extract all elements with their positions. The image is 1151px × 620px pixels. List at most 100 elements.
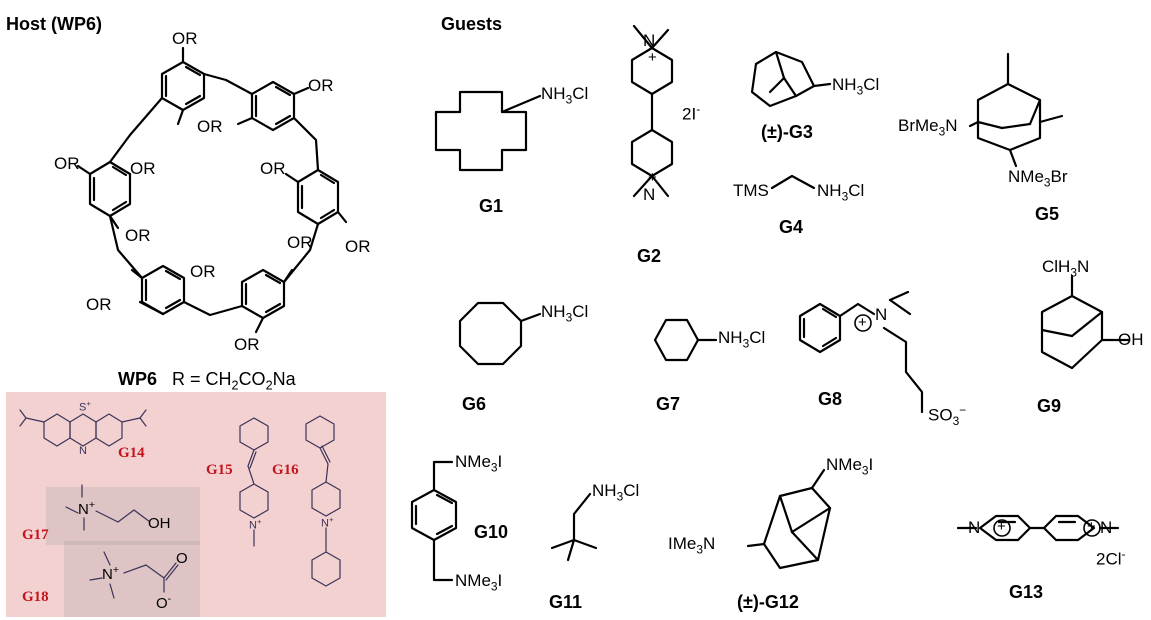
wp6-or-label: OR (86, 295, 112, 314)
g13-charge-left: + (997, 518, 1006, 535)
g16-structure (305, 415, 341, 587)
g13-n-left: N (968, 518, 981, 537)
g8-sulfonate-sup: − (959, 403, 967, 417)
g8-sulfonate-text: SO (928, 405, 953, 425)
g17-nitrogen-sup: + (88, 499, 95, 511)
g12-left-group: IMe3N (668, 535, 715, 556)
g18-carbonyl-oxygen: O (176, 550, 188, 567)
g5-right-group-text: NMe (1008, 167, 1044, 186)
g10-group-bottom: NMe3I (455, 572, 502, 593)
g12-right-group-text: NMe (826, 455, 862, 474)
g2-structure (630, 24, 674, 198)
wp6-caption: WP6 R = CH2CO2Na (118, 370, 296, 392)
g9-hydroxyl: OH (1118, 330, 1144, 349)
g10-group-text: NMe (455, 452, 491, 471)
wp6-or-label: OR (197, 117, 223, 136)
wp6-structure (76, 46, 348, 334)
g7-group-tail: Cl (749, 328, 766, 347)
g8-charge-circle (854, 314, 872, 332)
g3-structure (750, 50, 832, 108)
g2-counterion-text: 2I (682, 104, 697, 124)
wp6-definition: R = CH (172, 369, 232, 389)
g15-nitrogen-sup: + (256, 517, 262, 526)
g15-nitrogen-text: N (249, 519, 257, 532)
g7-structure (653, 318, 718, 362)
g5-right-group-sub: 3 (1043, 175, 1051, 190)
g16-nitrogen-text: N (321, 517, 329, 530)
g13-charge-right: + (1087, 518, 1096, 535)
g4-group-text: NH (817, 181, 842, 200)
g18-nitrogen: N+ (102, 565, 119, 582)
g14-sulfur-sup: + (86, 399, 91, 408)
g11-label: G11 (549, 592, 583, 612)
g5-left-group-text: BrMe (898, 116, 939, 135)
g13-label: G13 (1009, 582, 1044, 602)
g4-group: NH3Cl (817, 182, 864, 203)
wp6-definition-mid: CO (238, 369, 266, 389)
wp6-or-label: OR (345, 237, 371, 256)
g18-highlight (64, 541, 200, 617)
g11-structure (550, 492, 598, 562)
g2-n-bottom: N (643, 185, 656, 204)
g10-structure (410, 460, 458, 582)
wp6-or-label: OR (287, 233, 313, 252)
g16-nitrogen: N+ (321, 516, 333, 530)
g3-group: NH3Cl (832, 76, 879, 97)
wp6-or-label: OR (234, 335, 260, 354)
g18-carboxylate-oxygen: O- (156, 594, 171, 611)
g7-group-sub: 3 (742, 336, 750, 351)
g17-hydroxyl: OH (148, 515, 171, 532)
g17-nitrogen: N+ (78, 500, 95, 517)
g7-group-text: NH (718, 328, 743, 347)
g18-structure (89, 551, 179, 599)
g2-n-top: N (643, 31, 656, 50)
g6-group: NH3Cl (541, 303, 588, 324)
g1-group-sub: 3 (565, 92, 573, 107)
wp6-or-label: OR (54, 154, 80, 173)
g3-group-text: NH (832, 75, 857, 94)
g14-nitrogen: N (79, 445, 87, 457)
g4-group-tail: Cl (848, 181, 865, 200)
g10-group-sub: 3 (490, 460, 498, 475)
g4-label: G4 (779, 217, 804, 237)
g13-counterion-text: 2Cl (1096, 549, 1122, 569)
g5-left-group-sub: 3 (938, 124, 946, 139)
g17-nitrogen-text: N (78, 501, 89, 518)
g18-carboxylate-sup: - (167, 593, 172, 605)
g1-label: G1 (479, 196, 504, 216)
g13-counterion: 2Cl- (1096, 548, 1125, 569)
g6-group-tail: Cl (572, 302, 589, 321)
g5-right-group: NMe3Br (1008, 168, 1068, 189)
g1-group-text: NH (541, 84, 566, 103)
g9-amine-sub: 3 (1070, 265, 1077, 280)
g2-counterion: 2I- (682, 102, 701, 124)
g18-nitrogen-text: N (102, 566, 113, 583)
g11-group: NH3Cl (592, 482, 639, 503)
g9-amine-tail: N (1076, 257, 1090, 276)
g10-group-top: NMe3I (455, 453, 502, 474)
g1-structure (434, 90, 542, 172)
g7-label: G7 (656, 394, 681, 414)
wp6-definition-suffix: Na (272, 369, 296, 389)
g13-n-right: N (1100, 518, 1113, 537)
g8-sulfonate-sub: 3 (952, 414, 960, 429)
g8-charge: + (858, 314, 867, 331)
g17-structure (65, 484, 151, 531)
g3-group-tail: Cl (863, 75, 880, 94)
g6-group-text: NH (541, 302, 566, 321)
g15-label: G15 (206, 462, 233, 478)
g2-counterion-sup: - (696, 102, 701, 116)
wp6-definition-sub: 2 (231, 378, 239, 393)
g9-amine-text: ClH (1042, 257, 1071, 276)
g14-label: G14 (118, 445, 145, 461)
g10-label: G10 (474, 522, 509, 542)
g6-label: G6 (462, 394, 487, 414)
g11-group-tail: Cl (623, 481, 640, 500)
g8-n: N (875, 305, 888, 324)
g16-nitrogen-sup: + (328, 515, 334, 524)
g16-label: G16 (272, 462, 299, 478)
g12-left-group-tail: N (702, 534, 716, 553)
g5-structure (968, 52, 1064, 168)
wp6-or-label: OR (125, 226, 151, 245)
